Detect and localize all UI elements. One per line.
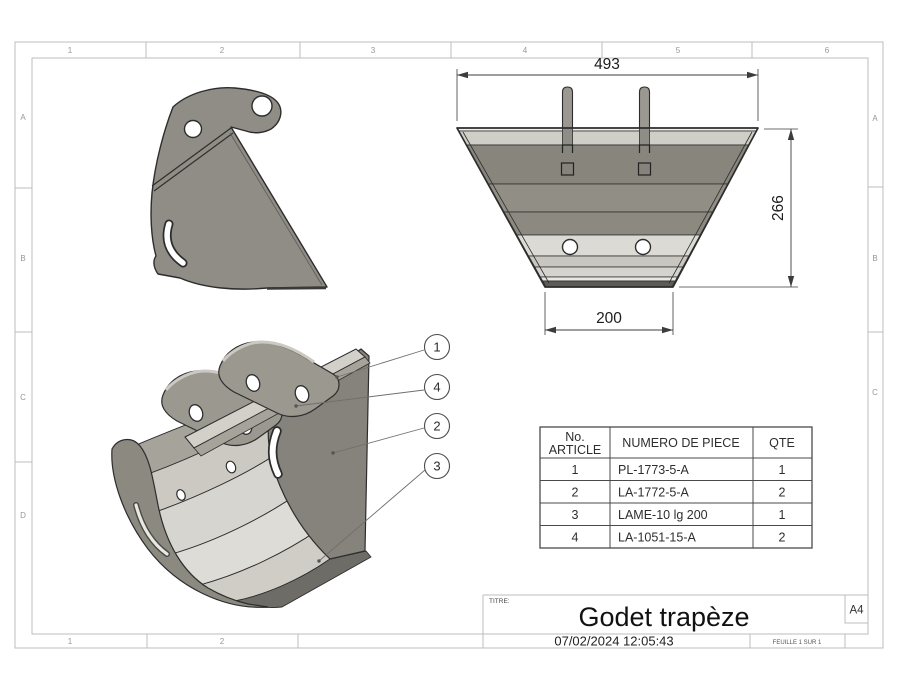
zone-label: A [20,113,26,122]
bom-cell-qte: 1 [779,463,786,477]
front-view: 493 266 200 [456,56,798,335]
zone-label: B [872,254,877,263]
side-view-body [150,86,328,290]
zone-label: D [20,511,26,520]
dim-overall-width: 493 [456,56,759,121]
bom-cell-no: 2 [572,486,579,500]
title-block: TITRE: Godet trapèze A4 07/02/2024 12:05… [482,594,869,649]
dim-text-width: 493 [594,56,620,73]
balloon-number: 4 [433,380,440,395]
bom-row-4: 4 LA-1051-15-A 2 [572,531,786,545]
iso-end-cap [111,439,269,608]
bom-cell-piece: LA-1772-5-A [618,486,690,500]
dim-base-width: 200 [544,292,674,335]
paper-size: A4 [849,605,864,617]
zone-label: 3 [371,46,376,55]
bom-header-no-line1: No. [565,430,584,444]
bom-row-2: 2 LA-1772-5-A 2 [572,486,786,500]
front-view-slot-right [637,162,652,176]
iso-front-lug-hole-2 [294,385,310,403]
bom-cell-piece: PL-1773-5-A [618,463,690,477]
sheet-number-label: FEUILLE 1 SUR 1 [773,640,822,646]
zone-labels-left: A B C D [20,113,26,520]
border-frame: 1 2 3 4 5 6 1 2 A B C D A B C [14,41,884,649]
bom-header-row: No. ARTICLE NUMERO DE PIECE QTE [549,430,795,457]
side-view [150,86,328,290]
front-view-notch-left [561,144,574,153]
front-view-tab-right [638,86,651,129]
dim-text-base: 200 [596,310,622,327]
zone-label: 1 [68,637,73,646]
dim-overall-height: 266 [679,128,798,288]
drawing-title: Godet trapèze [578,602,749,632]
front-view-slot-left [560,162,575,176]
side-view-slot [164,221,186,266]
zone-label: 2 [220,46,225,55]
bom-cell-piece: LAME-10 lg 200 [618,508,708,522]
front-view-tab-left [561,86,574,129]
zone-label: 6 [825,46,830,55]
front-view-tab-left-lower [562,127,573,146]
iso-view: 1 4 2 3 [111,333,451,609]
zone-label: 5 [676,46,681,55]
bom-header-qte: QTE [769,436,795,450]
iso-end-cap-slot [134,503,169,556]
zone-labels-top: 1 2 3 4 5 6 [68,46,830,55]
datetime-stamp: 07/02/2024 12:05:43 [554,634,673,649]
bom-cell-piece: LA-1051-15-A [618,531,696,545]
bom-cell-qte: 2 [779,531,786,545]
zone-label: 2 [220,637,225,646]
balloon-item-2 [423,412,451,440]
zone-label: A [872,114,878,123]
balloon-callouts: 1 4 2 3 [294,333,451,563]
balloon-item-4 [423,373,451,401]
front-view-hole-left [561,238,579,256]
side-view-pin-hole-right [251,95,273,117]
bom-row-1: 1 PL-1773-5-A 1 [572,463,786,477]
dim-text-height: 266 [770,195,787,221]
side-view-pin-hole-left [183,119,203,139]
zone-labels-bottom: 1 2 [68,637,225,646]
iso-hole-1 [225,460,237,474]
bom-cell-no: 3 [572,508,579,522]
iso-kidney-slot [269,428,281,477]
iso-front-lug-hole-1 [245,374,261,392]
front-view-bands [456,127,759,288]
balloon-number: 1 [433,340,440,355]
front-view-hole-right [634,238,652,256]
side-view-bottom-edge [266,286,327,290]
side-view-blade-inner-edge [229,132,323,286]
bom-header-no-line2: ARTICLE [549,443,602,457]
side-view-lip-edge-inner [153,132,234,192]
bom-cell-qte: 2 [779,486,786,500]
bom-table: No. ARTICLE NUMERO DE PIECE QTE 1 PL-177… [539,426,813,549]
front-view-outline [456,127,759,288]
balloon-item-1 [423,333,451,361]
balloon-item-3 [423,452,451,480]
bom-row-3: 3 LAME-10 lg 200 1 [572,508,786,522]
iso-hole-2 [176,489,186,501]
zone-labels-right: A B C [872,114,878,397]
bom-cell-no: 1 [572,463,579,477]
balloon-number: 3 [433,459,440,474]
iso-rear-lug-hole-1 [188,404,204,422]
front-view-tab-right-lower [639,127,650,146]
balloon-number: 2 [433,419,440,434]
bom-cell-no: 4 [572,531,579,545]
zone-label: 1 [68,46,73,55]
side-view-lip-edge [151,127,232,187]
front-view-left-inner-edge [462,131,550,284]
zone-label: C [20,393,26,402]
zone-label: 4 [523,46,528,55]
titre-label: TITRE: [489,598,510,605]
bom-cell-qte: 1 [779,508,786,522]
front-view-right-inner-edge [668,131,753,284]
bom-header-piece: NUMERO DE PIECE [622,436,739,450]
zone-label: B [20,254,25,263]
iso-front-lug-highlight [221,340,315,364]
front-view-notch-right [638,144,651,153]
zone-label: C [872,388,878,397]
